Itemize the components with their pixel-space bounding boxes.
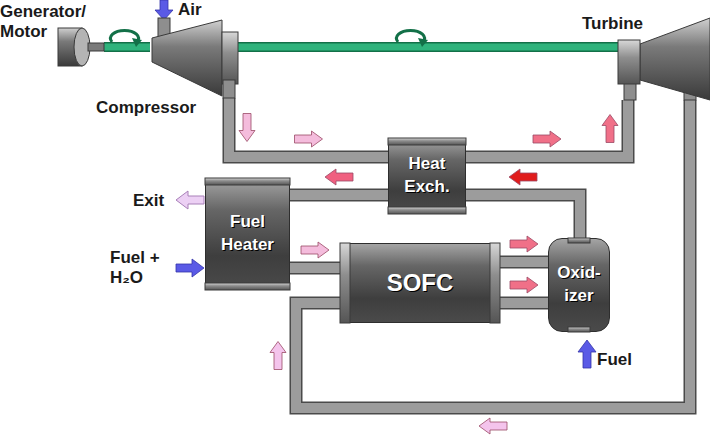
- flow-label: Air: [178, 0, 218, 20]
- drive-shaft: [104, 47, 150, 48]
- pipe-outline: [290, 262, 340, 275]
- end-band: [388, 138, 466, 145]
- turbine-cone: [640, 18, 710, 100]
- end-band: [388, 207, 466, 214]
- flow-label: Fuel + H₂O: [110, 248, 172, 287]
- flow-label: Exit: [133, 191, 177, 211]
- shaft-outline: [238, 42, 618, 52]
- flow-arrow: [510, 236, 538, 252]
- pipe-body: [500, 257, 548, 267]
- heat-exchanger: Heat Exch.: [388, 138, 466, 214]
- oxidizer-shape: [548, 238, 610, 332]
- pipe-outline: [229, 98, 388, 157]
- turbine: Turbine: [618, 18, 710, 100]
- node-heading: Generator/ Motor: [0, 2, 100, 43]
- compressor-cone: [152, 20, 222, 96]
- flow-arrow: [301, 242, 329, 258]
- pipe-body: [290, 263, 340, 273]
- fuel-heater-shape: [205, 178, 290, 290]
- node-label: Fuel Heater: [209, 211, 286, 257]
- pipe-body: [296, 100, 690, 408]
- fuel-inlet-arrow: [578, 340, 596, 368]
- gas-pipe: [500, 277, 548, 303]
- pipe-outline: [466, 100, 628, 157]
- pipe-outline: [290, 189, 388, 202]
- end-band: [205, 178, 290, 185]
- gas-pipe: [290, 242, 340, 268]
- rotation-arrow: [418, 38, 428, 47]
- flow-arrow: [509, 169, 537, 185]
- shaft-body: [104, 44, 150, 51]
- flow-arrow: [533, 131, 561, 147]
- gas-pipe: [229, 98, 388, 157]
- turbine-flange: [618, 40, 640, 84]
- flow-arrow: [479, 418, 507, 434]
- air-inlet-arrow: [155, 0, 173, 20]
- gas-pipe: [270, 100, 690, 434]
- pipe-outline: [500, 297, 548, 310]
- gas-pipe: [466, 100, 628, 157]
- gas-pipe: [290, 169, 388, 195]
- compressor-shape: [150, 18, 238, 98]
- shaft-outline: [104, 42, 150, 52]
- pipe-body: [229, 98, 388, 157]
- pipe-body: [500, 298, 548, 308]
- fuel-inlet-arrow: [176, 259, 204, 277]
- pipe-outline: [466, 195, 580, 238]
- pipe-body: [466, 100, 628, 157]
- node-label: Heat Exch.: [392, 153, 462, 199]
- port-band: [568, 238, 590, 243]
- flow-arrow: [510, 277, 538, 293]
- pipe-outline: [500, 256, 548, 269]
- compressor-flange: [222, 32, 238, 84]
- end-band: [340, 243, 350, 323]
- node-label: Oxid- izer: [552, 262, 606, 308]
- oxidizer: Oxid- izer: [548, 238, 610, 332]
- generator-motor: Generator/ Motor: [0, 10, 104, 80]
- flow-arrow: [270, 342, 286, 370]
- pipe-body: [290, 190, 388, 200]
- node-heading: Turbine: [582, 14, 662, 34]
- exit-arrow: [176, 191, 204, 209]
- flow-label: Fuel: [597, 350, 647, 370]
- flow-arrow: [295, 131, 323, 147]
- pipe-body: [466, 195, 580, 238]
- node-heading: Compressor: [96, 98, 208, 118]
- flow-arrow: [602, 115, 618, 143]
- flow-arrow: [239, 114, 255, 142]
- gas-pipe: [500, 236, 548, 262]
- outlet-stub: [223, 80, 235, 98]
- sofc-stack: SOFC: [340, 243, 500, 323]
- end-band: [205, 283, 290, 290]
- fuel-heater: Fuel Heater: [205, 178, 290, 290]
- drive-shaft: [238, 47, 618, 48]
- flow-arrow: [325, 169, 353, 185]
- gas-pipe: [466, 169, 580, 238]
- generator-hub: [88, 43, 104, 51]
- rotation-arrow: [132, 38, 142, 47]
- port-band: [568, 327, 590, 332]
- pipe-outline: [296, 100, 690, 408]
- compressor: Compressor: [150, 18, 238, 98]
- heat-exchanger-shape: [388, 138, 466, 214]
- node-label: SOFC: [387, 267, 454, 299]
- end-band: [490, 243, 500, 323]
- shaft-body: [238, 44, 618, 51]
